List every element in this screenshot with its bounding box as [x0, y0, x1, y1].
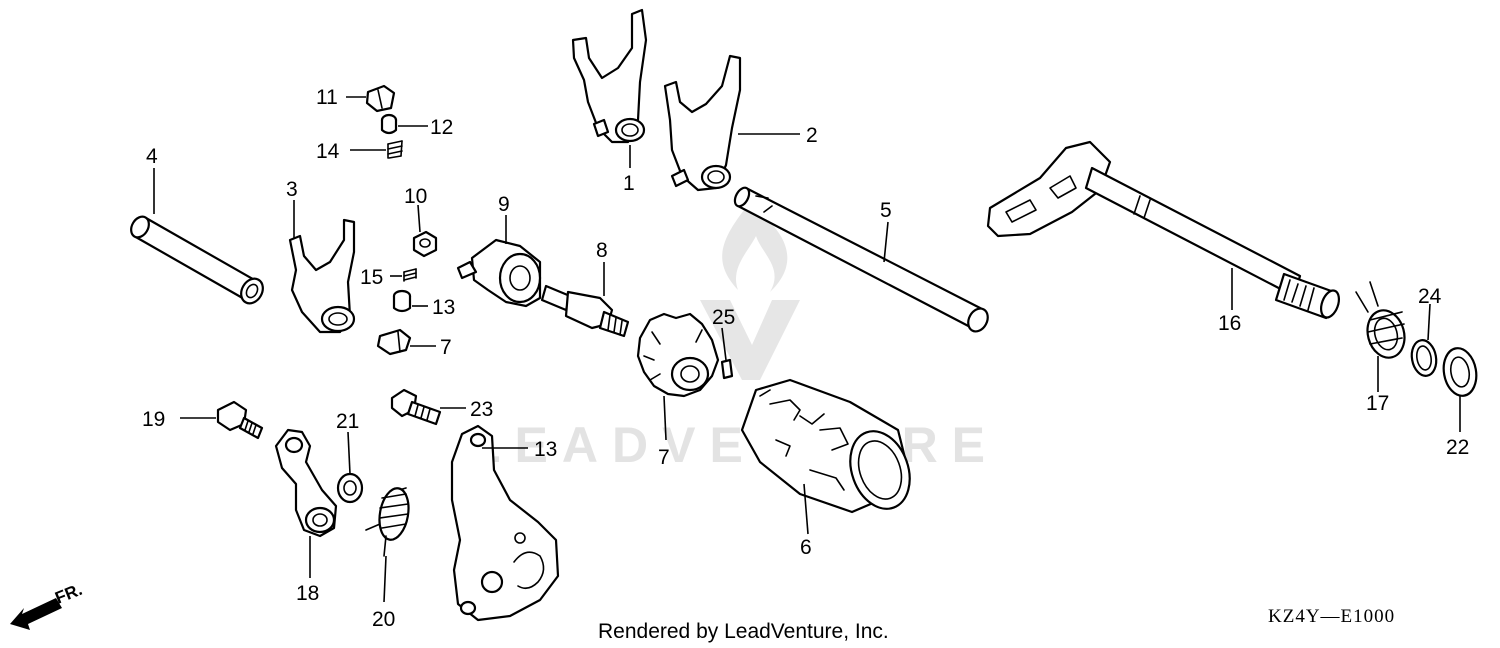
part-22-washer [1442, 347, 1478, 397]
part-15-spring-lower [403, 268, 417, 282]
callout-23: 23 [470, 398, 493, 421]
part-16-stopper-arm [274, 428, 338, 538]
front-direction-arrow: FR. [10, 580, 85, 630]
callout-21: 21 [336, 410, 359, 433]
part-18-shift-spindle [986, 140, 1341, 320]
callouts: 11 12 14 4 3 10 9 8 1 2 5 15 13 7 25 7 6… [142, 86, 1469, 631]
callout-3: 3 [286, 178, 298, 201]
part-1-shift-fork [571, 8, 648, 144]
diagram-code: KZ4Y—E1000 [1268, 606, 1395, 627]
callout-11: 11 [316, 86, 338, 109]
callout-24: 24 [1418, 285, 1442, 308]
rendered-by-footer: Rendered by LeadVenture, Inc. [598, 620, 889, 643]
callout-7: 7 [658, 446, 670, 469]
part-6-shift-drum [740, 378, 911, 514]
part-25-pin [720, 358, 734, 380]
callout-9: 9 [498, 193, 510, 216]
part-15-spring-upper [387, 140, 403, 159]
part-8-pin [540, 284, 630, 338]
part-10-bolt [412, 230, 438, 258]
callout-16: 18 [296, 582, 319, 605]
leader-lines [153, 96, 1461, 603]
front-label: FR. [52, 580, 85, 608]
part-5-fork-shaft [733, 186, 989, 333]
part-4-fork-shaft [130, 215, 264, 305]
callout-2: 2 [806, 124, 818, 147]
part-14-guide-plate [450, 424, 560, 622]
watermark: LEADVENTURE [470, 205, 985, 473]
callout-18: 16 [1218, 312, 1241, 335]
callout-19: 17 [1366, 392, 1389, 415]
part-13-cap-lower [392, 289, 412, 313]
part-3-shift-fork [288, 218, 356, 334]
callout-4: 4 [146, 145, 158, 168]
part-11-damper [365, 84, 396, 113]
callout-15-lower: 15 [360, 266, 383, 289]
part-19-return-spring [1355, 281, 1406, 359]
part-17-spring [365, 487, 410, 557]
callout-25: 25 [712, 306, 735, 329]
callout-10: 10 [404, 185, 427, 208]
part-13-cap-upper [380, 113, 398, 135]
callout-1: 1 [623, 172, 635, 195]
callout-14: 13 [534, 438, 557, 461]
callout-5: 5 [880, 199, 892, 222]
part-21-collar [336, 472, 364, 504]
part-23-bolt [390, 388, 442, 426]
part-2-shift-fork [663, 54, 742, 192]
callout-17: 20 [372, 608, 395, 631]
callout-13-lower: 13 [432, 296, 455, 319]
callout-22: 22 [1446, 436, 1469, 459]
callout-20: 19 [142, 408, 165, 431]
part-24-circlip [1410, 339, 1438, 377]
callout-6: 6 [800, 536, 812, 559]
part-7-drum-plate [636, 312, 720, 398]
callout-13-upper: 12 [430, 116, 453, 139]
callout-8: 8 [596, 239, 608, 262]
part-9-stopper [456, 238, 542, 308]
callout-12: 7 [440, 336, 452, 359]
callout-15-upper: 14 [316, 140, 340, 163]
part-12-damper [376, 328, 412, 356]
part-20-bolt [216, 400, 264, 440]
